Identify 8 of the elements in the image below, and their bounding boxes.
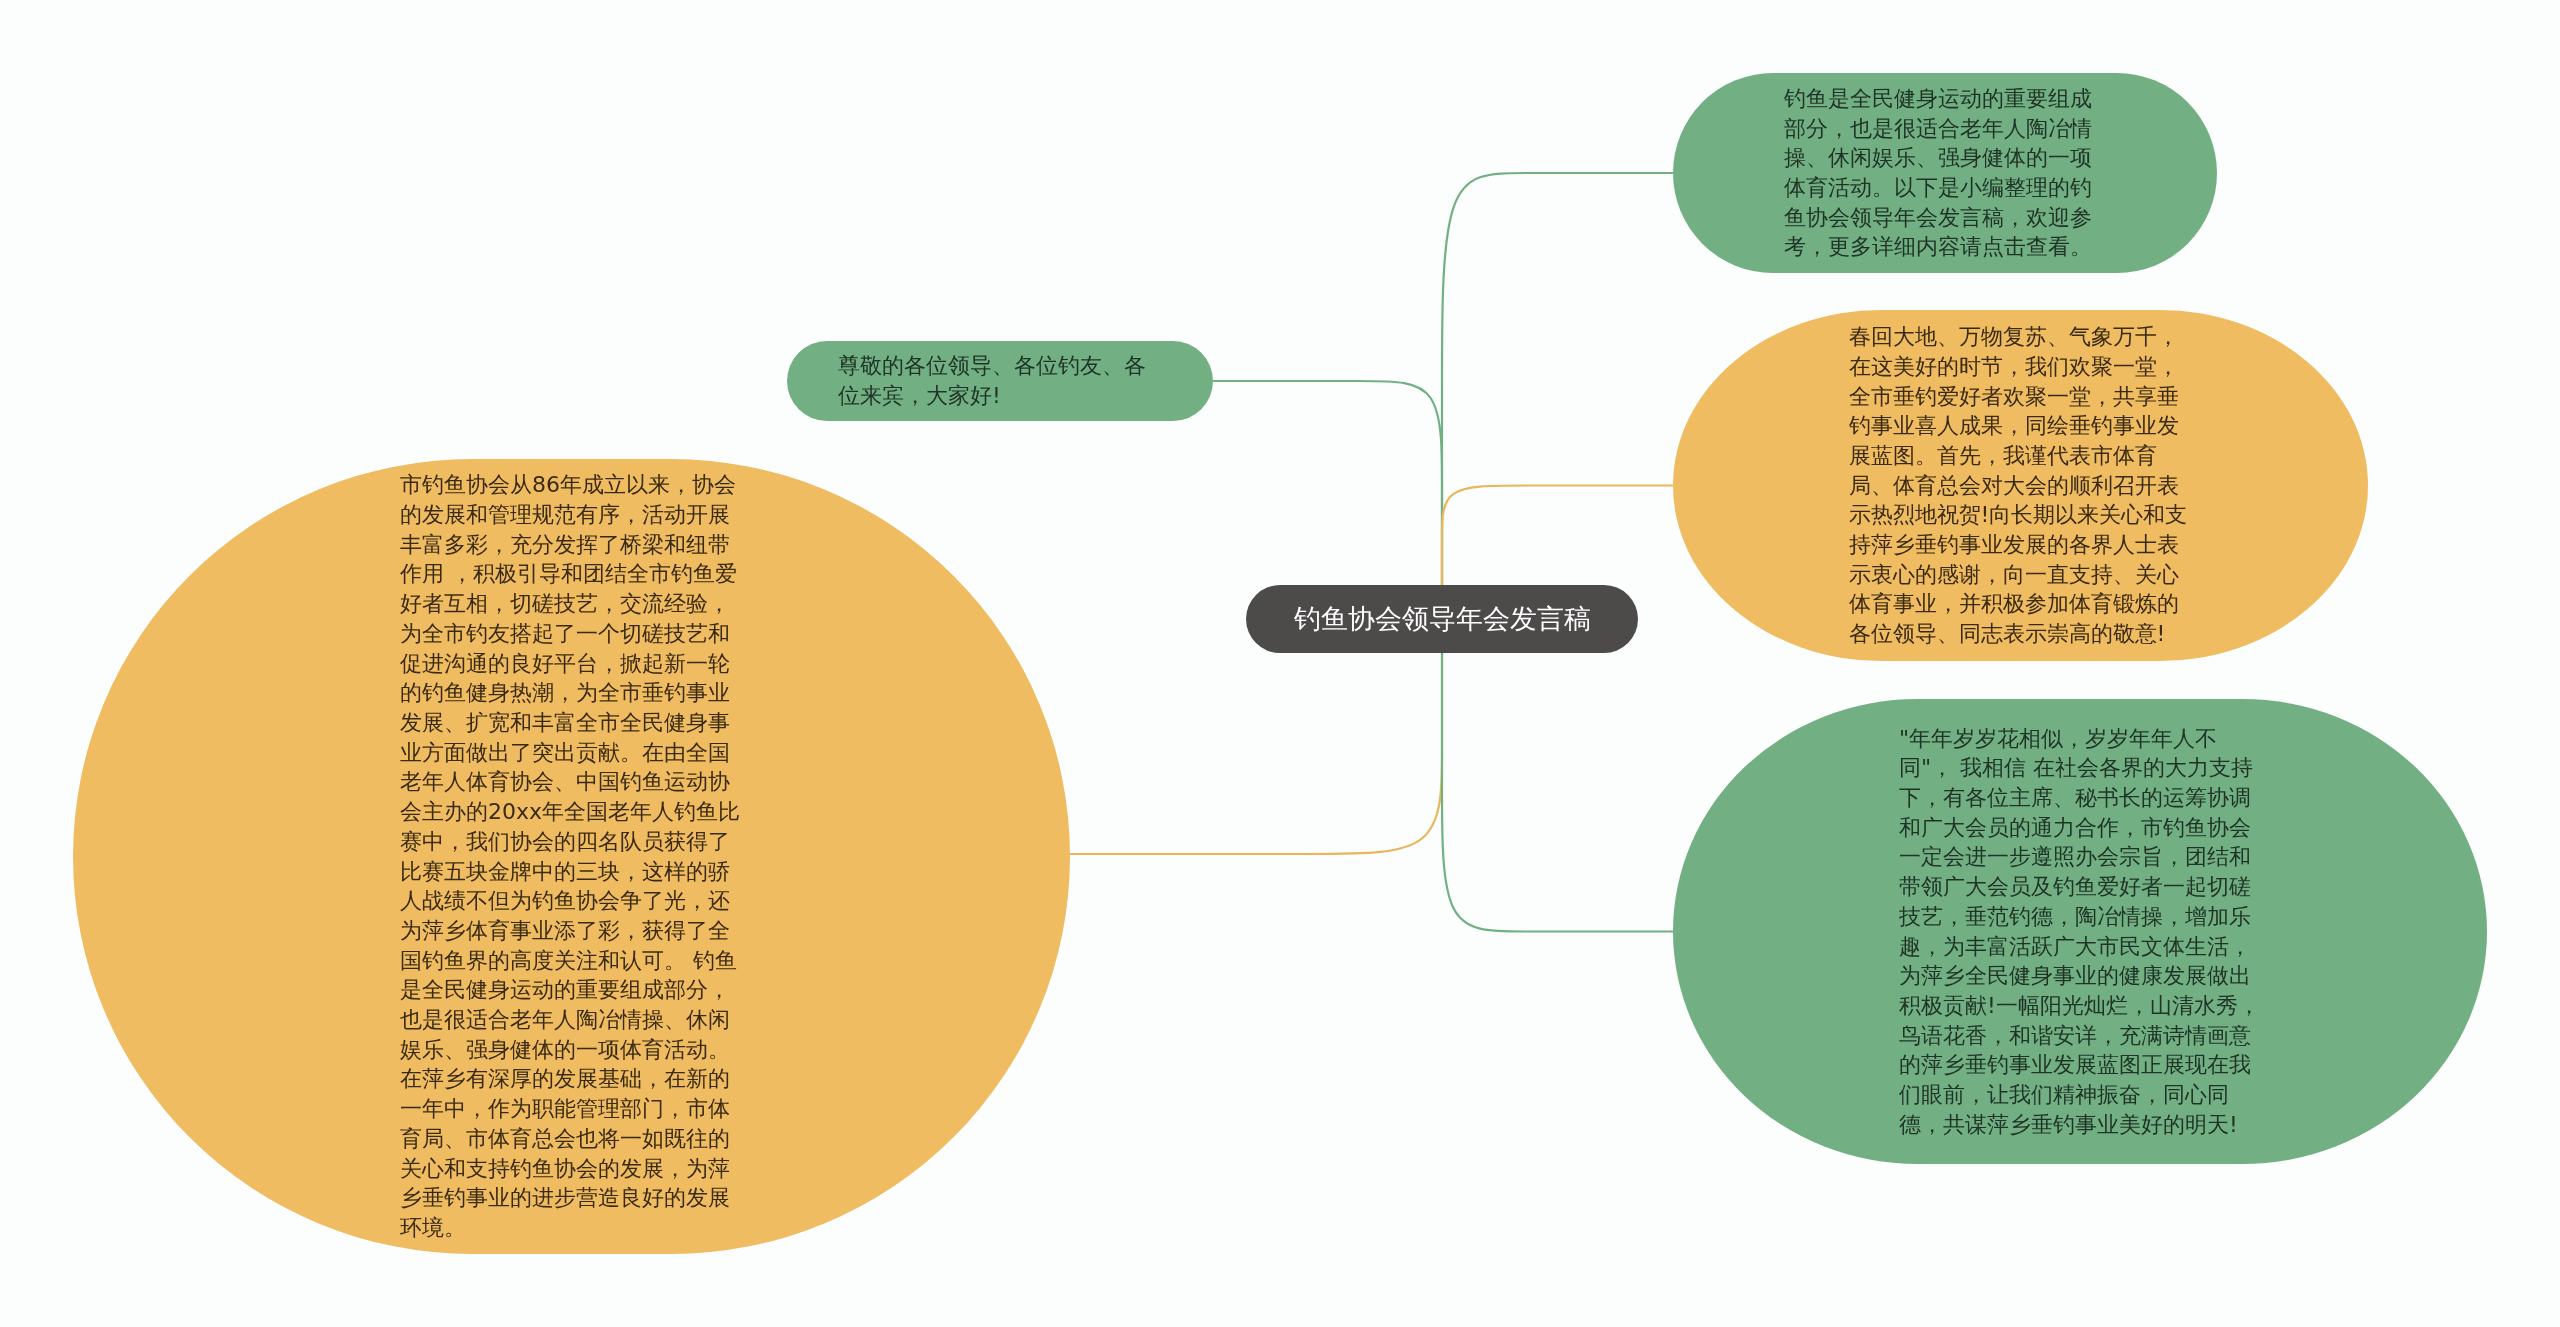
connector-line: [1440, 653, 1673, 933]
topic-text: 尊敬的各位领导、各位钓友、各位来宾，大家好!: [838, 352, 1147, 410]
connector-line: [1440, 484, 1673, 585]
topic-title: 钓鱼协会领导年会发言稿: [1293, 604, 1591, 634]
topic-text: 春回大地、万物复苏、气象万千，在这美好的时节，我们欢聚一堂，全市垂钓爱好者欢聚一堂，共享垂钓事业喜人成果，同绘垂钓事业发展蓝图。首先，我谨代表市体育局、体育总会对大会的顺利召开表示热烈地祝贺!向长期以来关心和支持萍乡垂钓事业发展的各界人士表示衷心的感谢，向一直支持、关心体育事业，并积极参加体育锻炼的各位领导、同志表示崇高的敬意!: [1848, 323, 2189, 649]
topic-text: "年年岁岁花相似，岁岁年年人不同"， 我相信 在社会各界的大力支持下，有各位主席、秘书长的运筹协调和广大会员的通力合作，市钓鱼协会一定会进一步遵照办会宗旨，团结和带领广大会员及钓鱼爱好者一起切磋技艺，垂范钓德，陶冶情操，增加乐趣，为丰富活跃广大市民文体生活，为萍乡全民健身事业的健康发展做出积极贡献!一幅阳光灿烂，山清水秀，鸟语花香，和谐安详，充满诗情画意的萍乡垂钓事业发展蓝图正展现在我们眼前，让我们精神振奋，同心同德，共谋萍乡垂钓事业美好的明天!: [1899, 724, 2261, 1139]
topic-text: 钓鱼是全民健身运动的重要组成部分，也是很适合老年人陶冶情操、休闲娱乐、强身健体的一项体育活动。以下是小编整理的钓鱼协会领导年会发言稿，欢迎参考，更多详细内容请点击查看。: [1784, 84, 2093, 262]
topic-text: 市钓鱼协会从86年成立以来，协会的发展和管理规范有序，活动开展丰富多彩，充分发挥了桥梁和纽带作用 ，积极引导和团结全市钓鱼爱好者互相，切磋技艺，交流经验，为全市钓友搭起了一个切磋技艺和促进沟通的良好平台，掀起新一轮的钓鱼健身热潮，为全市垂钓事业发展、扩宽和丰富全市全民健身事业方面做出了突出贡献。在由全国老年人体育协会、中国钓鱼运动协会主办的20xx年全国老年人钓鱼比赛中，我们协会的四名队员获得了比赛五块金牌中的三块，这样的骄人战绩不但为钓鱼协会争了光，还为萍乡体育事业添了彩，获得了全国钓鱼界的高度关注和认可。 钓鱼是全民健身运动的重要组成部分，也是很适合老年人陶冶情操、休闲娱乐、强身健体的一项体育活动。在萍乡有深厚的发展基础，在新的一年中，作为职能管理部门，市体育局、市体育总会也将一如既往的关心和支持钓鱼协会的发展，为萍乡垂钓事业的进步营造良好的发展环境。: [400, 471, 742, 1242]
